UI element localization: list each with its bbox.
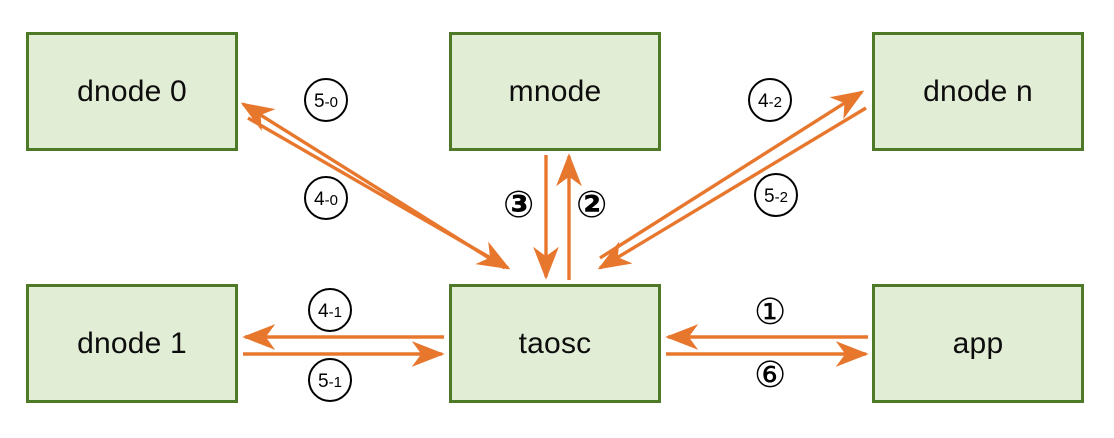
edge-label-5-0: 5-0	[304, 78, 348, 122]
node-dnode-n[interactable]: dnode n	[872, 32, 1084, 151]
node-app[interactable]: app	[872, 284, 1084, 403]
edge-label-5-0-main: 5	[314, 91, 325, 112]
node-taosc-label: taosc	[518, 326, 592, 360]
edge-label-4-1-sub: -1	[328, 304, 342, 321]
edge-line-4-2	[599, 90, 865, 260]
edge-label-4-2-main: 4	[758, 91, 769, 112]
node-dnode-0-label: dnode 0	[77, 74, 187, 108]
edge-label-1: ①	[754, 292, 787, 333]
edge-label-4-2-sub: -2	[768, 94, 782, 111]
edge-label-2: ②	[576, 183, 608, 226]
node-dnode-n-label: dnode n	[923, 74, 1033, 108]
node-dnode-0[interactable]: dnode 0	[26, 32, 238, 151]
edge-label-4-1: 4-1	[308, 288, 352, 332]
edge-label-5-2-sub: -2	[774, 189, 788, 206]
edge-label-6: ⑥	[754, 355, 787, 396]
edge-line-4-0	[247, 116, 511, 270]
edge-label-5-2-main: 5	[764, 186, 775, 207]
edge-label-3: ③	[503, 183, 535, 226]
edge-label-4-0-main: 4	[314, 189, 325, 210]
edge-label-5-1: 5-1	[308, 358, 352, 402]
edge-label-5-1-main: 5	[318, 371, 329, 392]
edge-label-4-2: 4-2	[748, 78, 792, 122]
node-dnode-1[interactable]: dnode 1	[26, 284, 238, 403]
edge-label-5-2: 5-2	[754, 173, 798, 217]
node-taosc[interactable]: taosc	[449, 284, 661, 403]
edge-label-5-0-sub: -0	[324, 94, 338, 111]
edge-label-4-1-main: 4	[318, 301, 329, 322]
node-mnode-label: mnode	[508, 74, 602, 108]
edge-label-4-0: 4-0	[304, 176, 348, 220]
node-mnode[interactable]: mnode	[449, 32, 661, 151]
edge-label-4-0-sub: -0	[324, 192, 338, 209]
node-dnode-1-label: dnode 1	[77, 326, 187, 360]
edge-label-5-1-sub: -1	[328, 374, 342, 391]
edge-line-5-2	[597, 106, 867, 270]
node-app-label: app	[952, 326, 1004, 360]
